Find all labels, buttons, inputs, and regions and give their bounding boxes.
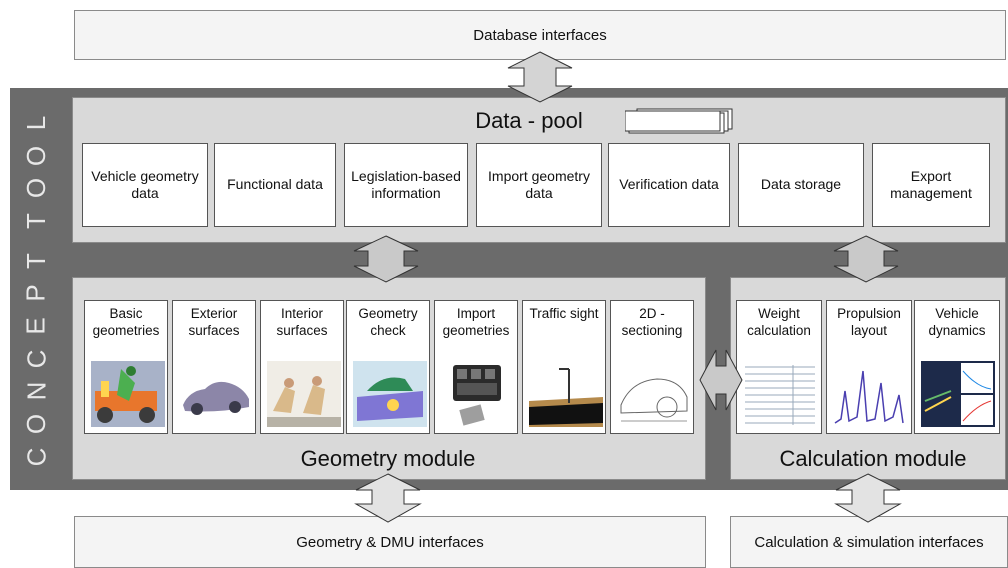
exterior-surfaces-thumbnail [179,361,253,427]
module-card-label: Exterior surfaces [188,306,240,338]
geometry-check-thumbnail [353,361,427,427]
concept-tool-letter: L [21,115,51,131]
database-interfaces-box: Database interfaces [74,10,1006,60]
module-card-label: Weight calculation [747,306,811,338]
data-pool-item: Vehicle geometry data [82,143,208,227]
module-card-label: Propulsion layout [837,306,901,338]
module-card-label: 2D - sectioning [621,306,683,338]
sectioning-thumbnail [617,361,691,427]
concept-tool-letter: E [21,317,51,335]
concept-tool-letter: C [21,349,51,369]
data-pool-item-label: Import geometry data [488,167,590,202]
interior-surfaces-thumbnail [267,361,341,427]
calculation-module-card: Vehicle dynamics [914,300,1000,434]
data-pool-title: Data - pool [475,108,583,133]
import-geometries-thumbnail [441,361,515,427]
database-interfaces-label: Database interfaces [473,26,607,44]
calc-sim-interfaces-box: Calculation & simulation interfaces [730,516,1008,568]
traffic-sight-thumbnail [529,361,603,427]
concept-tool-letter: T [20,213,51,230]
data-pool-item: Legislation-based information [344,143,468,227]
data-pool-item-label: Data storage [760,176,842,193]
geometry-dmu-interfaces-label: Geometry & DMU interfaces [296,533,484,551]
data-pool-item: Export management [872,143,990,227]
data-pool-item: Verification data [608,143,730,227]
basic-geometries-thumbnail [91,361,165,427]
module-card-label: Geometry check [358,306,418,338]
geometry-module-card: Exterior surfaces [172,300,256,434]
geometry-dmu-interfaces-box: Geometry & DMU interfaces [74,516,706,568]
geometry-module-card: Geometry check [346,300,430,434]
concept-tool-letter: O [20,145,51,166]
calculation-module-card: Propulsion layout [826,300,912,434]
calc-sim-interfaces-label: Calculation & simulation interfaces [754,533,984,551]
module-card-label: Interior surfaces [276,306,328,338]
data-pool-item: Functional data [214,143,336,227]
geometry-module-card: Import geometries [434,300,518,434]
data-pool-item: Data storage [738,143,864,227]
data-pool-item-label: Legislation-based information [351,167,461,202]
concept-tool-letter: N [21,382,51,401]
module-card-label: Import geometries [442,306,510,338]
stack-icon [625,108,733,134]
data-pool-item: Import geometry data [476,143,602,227]
concept-tool-letter: C [21,447,51,467]
data-pool-item-label: Vehicle geometry data [91,167,199,202]
geometry-module-card: Interior surfaces [260,300,344,434]
concept-tool-letter: O [20,414,51,435]
module-card-label: Basic geometries [92,306,160,338]
vehicle-dynamics-thumbnail [921,361,995,427]
module-card-label: Traffic sight [529,306,599,321]
data-pool-item-label: Verification data [619,176,719,193]
calculation-module-title: Calculation module [779,446,967,471]
data-pool-item-label: Functional data [227,176,323,193]
data-pool-item-label: Export management [890,167,972,202]
geometry-module-card: Basic geometries [84,300,168,434]
geometry-module-title: Geometry module [300,446,476,471]
calculation-module-card: Weight calculation [736,300,822,434]
propulsion-chart-thumbnail [833,361,907,427]
geometry-module-card: 2D - sectioning [610,300,694,434]
weight-table-thumbnail [743,361,817,427]
concept-tool-letter: O [20,178,51,199]
module-card-label: Vehicle dynamics [928,306,986,338]
concept-tool-letter: P [21,284,51,302]
geometry-module-card: Traffic sight [522,300,606,434]
concept-tool-letter: T [20,252,51,269]
